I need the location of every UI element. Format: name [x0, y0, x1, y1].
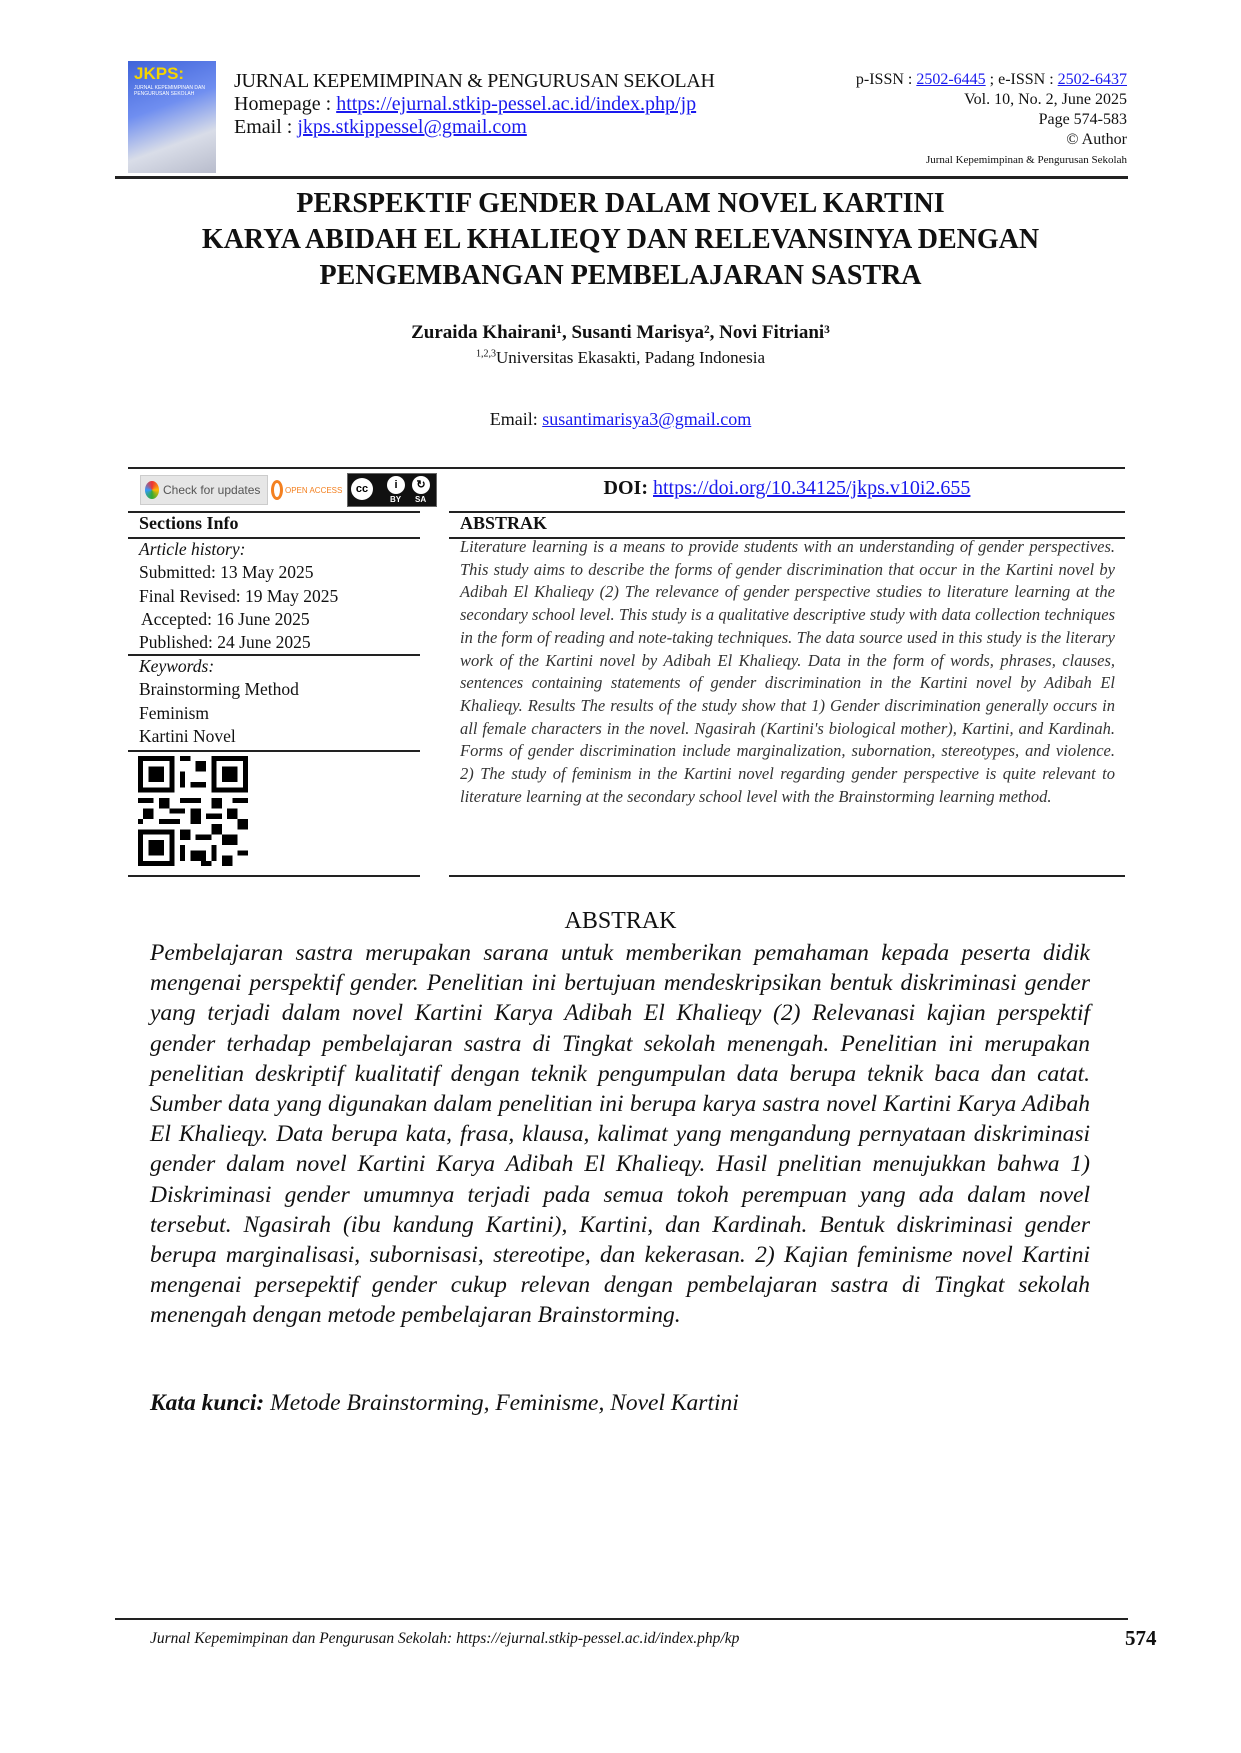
- sa-share-icon: ↻: [412, 476, 430, 494]
- eissn-label: ; e-ISSN :: [985, 71, 1058, 88]
- pages: Page 574-583: [1038, 111, 1127, 128]
- kata-kunci-values: Metode Brainstorming, Feminisme, Novel K…: [264, 1390, 739, 1416]
- info-top-divider: [128, 467, 1125, 469]
- doi-link[interactable]: https://doi.org/10.34125/jkps.v10i2.655: [653, 477, 971, 499]
- affiliation: 1,2,3Universitas Ekasakti, Padang Indone…: [0, 348, 1241, 368]
- sections-info-heading: Sections Info: [139, 513, 239, 533]
- footer-text: Jurnal Kepemimpinan dan Pengurusan Sekol…: [150, 1630, 740, 1647]
- keyword: Feminism: [139, 702, 210, 723]
- divider: [128, 537, 420, 539]
- author-email-link[interactable]: susantimarisya3@gmail.com: [542, 409, 752, 429]
- cc-by-sa-badge[interactable]: cc i ↻ BY SA: [347, 473, 437, 507]
- affiliation-text: Universitas Ekasakti, Padang Indonesia: [495, 348, 766, 367]
- title-line: KARYA ABIDAH EL KHALIEQY DAN RELEVANSINY…: [201, 224, 1040, 255]
- divider: [128, 875, 420, 877]
- divider: [128, 750, 420, 752]
- kata-kunci: Kata kunci: Metode Brainstorming, Femini…: [150, 1390, 739, 1417]
- authors: Zuraida Khairani¹, Susanti Marisya², Nov…: [411, 322, 830, 343]
- divider: [449, 511, 1125, 513]
- english-abstract-heading: ABSTRAK: [460, 513, 548, 533]
- by-person-icon: i: [387, 476, 405, 494]
- eissn-link[interactable]: 2502-6437: [1057, 71, 1127, 88]
- journal-email-link[interactable]: jkps.stkippessel@gmail.com: [297, 116, 527, 138]
- journal-small-name: Jurnal Kepemimpinan & Pengurusan Sekolah: [925, 154, 1127, 166]
- keywords: Keywords: Brainstorming Method Feminism …: [128, 655, 420, 748]
- page-number: 574: [1125, 1626, 1157, 1650]
- divider: [128, 654, 420, 656]
- pissn-label: p-ISSN :: [855, 71, 917, 88]
- by-label: BY: [390, 495, 402, 504]
- check-updates-label: Check for updates: [163, 483, 261, 497]
- article-title: PERSPEKTIF GENDER DALAM NOVEL KARTINI KA…: [0, 186, 1241, 294]
- journal-header: JURNAL KEPEMIMPINAN & PENGURUSAN SEKOLAH…: [234, 70, 715, 139]
- check-for-updates-badge[interactable]: Check for updates: [140, 475, 268, 505]
- open-lock-icon: [271, 480, 283, 500]
- journal-cover-logo: JKPS: JURNAL KEPEMIMPINAN DAN PENGURUSAN…: [128, 61, 216, 173]
- sa-label: SA: [415, 495, 427, 504]
- qr-code[interactable]: [138, 756, 248, 866]
- article-history: Article history: Submitted: 13 May 2025 …: [128, 538, 420, 654]
- divider: [128, 511, 420, 513]
- title-line: PERSPEKTIF GENDER DALAM NOVEL KARTINI: [296, 188, 945, 219]
- doi: DOI: https://doi.org/10.34125/jkps.v10i2…: [449, 477, 1125, 500]
- copyright: © Author: [1066, 131, 1127, 148]
- logo-text: JKPS:: [134, 64, 185, 83]
- email-label: Email:: [489, 409, 543, 429]
- volume: Vol. 10, No. 2, June 2025: [964, 91, 1127, 108]
- divider: [449, 537, 1125, 539]
- issn-block: p-ISSN : 2502-6445 ; e-ISSN : 2502-6437 …: [856, 70, 1127, 170]
- author-email: Email: susantimarisya3@gmail.com: [0, 409, 1241, 430]
- header-divider: [115, 176, 1128, 179]
- published-date: Published: 24 June 2025: [139, 632, 311, 653]
- submitted-date: Submitted: 13 May 2025: [139, 562, 314, 583]
- indonesian-abstract: Pembelajaran sastra merupakan sarana unt…: [150, 940, 1090, 1329]
- english-abstract: Literature learning is a means to provid…: [460, 537, 1115, 806]
- accepted-date: Accepted: 16 June 2025: [141, 608, 310, 629]
- doi-label: DOI:: [603, 477, 653, 499]
- keyword: Brainstorming Method: [139, 679, 299, 700]
- keyword: Kartini Novel: [139, 725, 236, 746]
- article-history-label: Article history:: [139, 539, 246, 559]
- open-access-label: OPEN ACCESS: [285, 485, 343, 495]
- crossmark-icon: [145, 481, 159, 499]
- footer-divider: [115, 1618, 1128, 1620]
- pissn-link[interactable]: 2502-6445: [916, 71, 986, 88]
- indonesian-abstract-heading: ABSTRAK: [564, 908, 677, 934]
- keywords-label: Keywords:: [139, 656, 215, 676]
- email-label: Email :: [234, 116, 298, 138]
- title-line: PENGEMBANGAN PEMBELAJARAN SASTRA: [319, 260, 922, 291]
- divider: [449, 875, 1125, 877]
- final-revised-date: Final Revised: 19 May 2025: [139, 585, 339, 606]
- kata-kunci-label: Kata kunci:: [150, 1390, 265, 1416]
- journal-title: JURNAL KEPEMIMPINAN & PENGURUSAN SEKOLAH: [234, 70, 715, 92]
- homepage-link[interactable]: https://ejurnal.stkip-pessel.ac.id/index…: [336, 93, 697, 115]
- open-access-badge: OPEN ACCESS: [271, 475, 345, 505]
- logo-subtitle: JURNAL KEPEMIMPINAN DAN PENGURUSAN SEKOL…: [134, 85, 205, 97]
- homepage-label: Homepage :: [234, 93, 337, 115]
- cc-icon: cc: [351, 478, 373, 500]
- affiliation-sup: 1,2,3: [475, 348, 496, 360]
